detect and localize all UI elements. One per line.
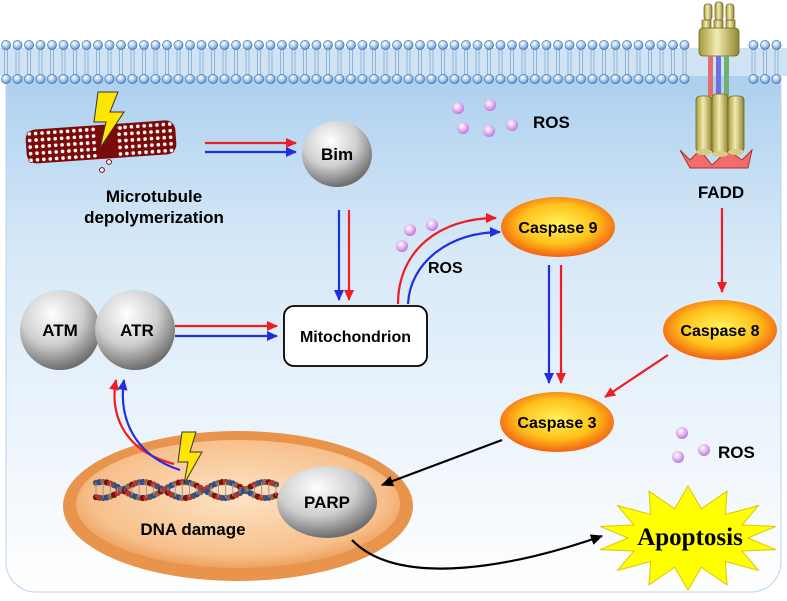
- microtubule-label-line2: depolymerization: [84, 208, 224, 227]
- arrow-dna-atr-red: [109, 379, 175, 466]
- caspase-9-label: Caspase 9: [518, 220, 597, 237]
- ros-particles-middle: [396, 219, 438, 252]
- dna-damage-label: DNA damage: [140, 520, 245, 539]
- ros-label-bottom: ROS: [718, 443, 755, 462]
- microtubule-icon: [25, 115, 177, 173]
- pathway-arrows: [109, 138, 727, 570]
- atr-label: ATR: [120, 321, 154, 340]
- atm-node: [20, 290, 100, 370]
- bim-node: [302, 121, 372, 187]
- lightning-bolt-icon: [93, 91, 125, 149]
- atr-node: [95, 290, 175, 370]
- parp-node: [277, 466, 377, 538]
- ros-particles-top: [452, 99, 518, 137]
- arrow-casp3-parp-black: [381, 438, 503, 487]
- arrow-mito-casp9-blue: [406, 227, 501, 305]
- caspase-8-node: [663, 300, 777, 360]
- lightning-bolt-icon: [177, 431, 203, 485]
- ros-particles-bottom: [672, 427, 710, 463]
- arrow-parp-apoptosis-black: [351, 534, 603, 570]
- caspase-8-label: Caspase 8: [680, 323, 759, 340]
- arrow-casp8-casp3-red: [604, 354, 669, 398]
- ros-label-middle: ROS: [428, 260, 463, 277]
- ros-label-top: ROS: [533, 113, 570, 132]
- arrow-dna-atr-blue: [117, 379, 181, 472]
- fadd-label: FADD: [698, 183, 744, 202]
- bim-label: Bim: [321, 145, 353, 164]
- cell-membrane: [0, 40, 787, 84]
- caspase-3-label: Caspase 3: [517, 415, 596, 432]
- dna-helix-icon: [92, 478, 280, 502]
- explosion-star-icon: [600, 485, 776, 591]
- mitochondrion-box: [283, 305, 428, 367]
- mitochondrion-label: Mitochondrion: [300, 329, 411, 346]
- caspase-9-node: [501, 197, 615, 257]
- atm-label: ATM: [42, 321, 78, 340]
- caspase-3-node: [500, 392, 614, 452]
- parp-label: PARP: [304, 493, 350, 512]
- microtubule-label-line1: Microtubule: [106, 187, 202, 206]
- receptor-icon: [679, 1, 753, 169]
- arrow-mito-casp9-red: [396, 213, 497, 305]
- apoptosis-label: Apoptosis: [637, 524, 743, 551]
